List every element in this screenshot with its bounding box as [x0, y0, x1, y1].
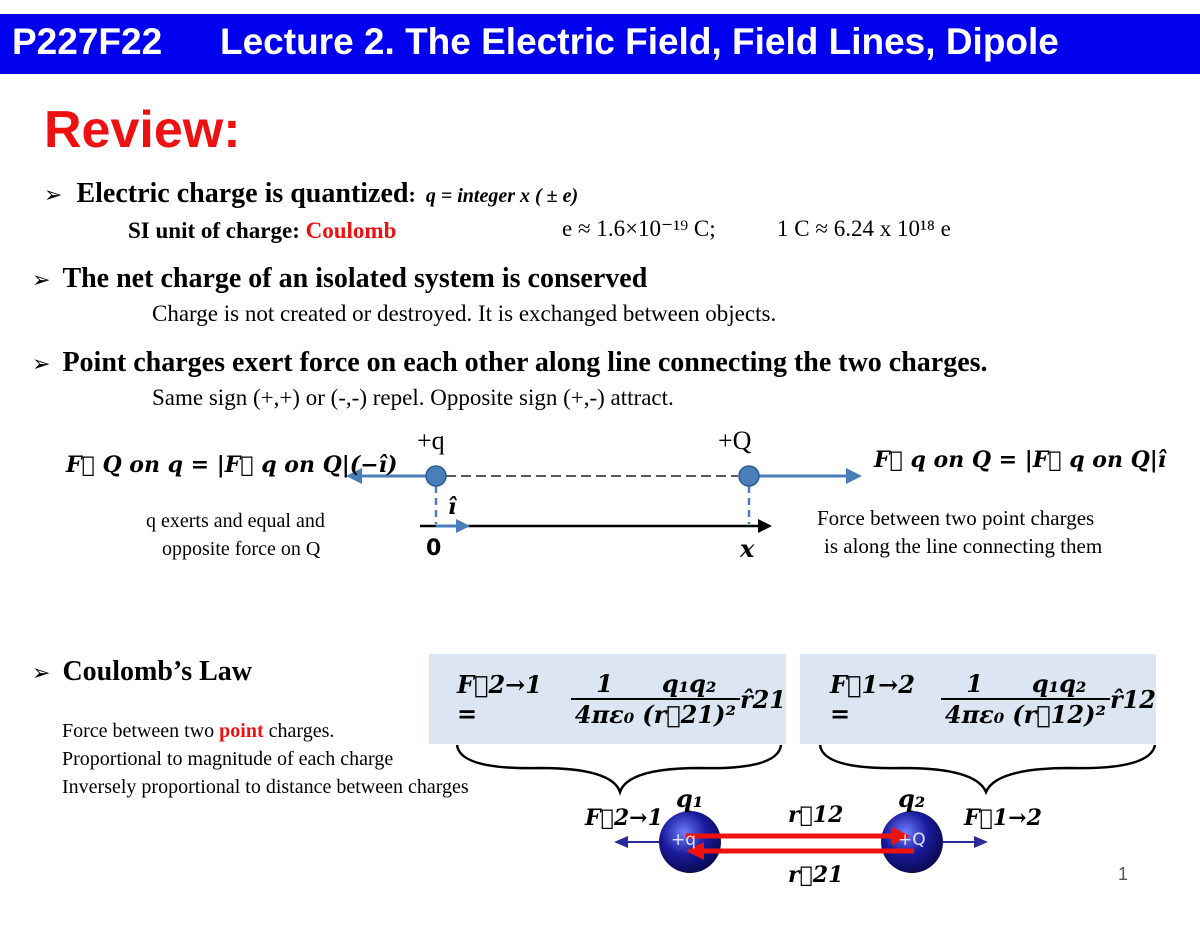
right-force-arrow	[749, 468, 862, 484]
coulomb-line1: Force between two point charges.	[62, 720, 334, 743]
title-bar: P227F22 Lecture 2. The Electric Field, F…	[0, 14, 1200, 74]
conserved-text: Charge is not created or destroyed. It i…	[152, 301, 777, 326]
bullet-quantized: ➢ Electric charge is quantized: q = inte…	[44, 178, 578, 210]
quantized-formula: q = integer x ( ± e)	[425, 185, 579, 207]
point-force-heading: Point charges exert force on each other …	[62, 347, 988, 378]
eq-right-lhs: F⃗1→2 =	[830, 670, 915, 728]
r12-label: r⃗12	[788, 802, 844, 828]
coulomb-line1-pre: Force between two	[62, 720, 220, 742]
si-label: SI unit of charge:	[128, 218, 300, 243]
eq-left-num2: q₁q₂	[638, 669, 740, 700]
point-force-text: Same sign (+,+) or (-,-) repel. Opposite…	[152, 385, 674, 410]
f21-label: F⃗2→1	[585, 805, 663, 831]
f12-arrow	[942, 836, 988, 848]
charge-ball-2	[881, 811, 943, 873]
q2-label: q₂	[898, 784, 926, 813]
charge-q-dot	[425, 465, 447, 487]
origin-label: 0	[426, 536, 442, 561]
eq-left-lhs: F⃗2→1 =	[457, 670, 542, 728]
bullet-arrow-icon: ➢	[32, 661, 51, 686]
conserved-heading: The net charge of an isolated system is …	[62, 263, 648, 294]
quantized-colon: :	[408, 182, 416, 207]
x-axis	[420, 519, 772, 533]
coulomb-line1-red: point	[219, 720, 264, 742]
bullet-point-force: ➢ Point charges exert force on each othe…	[32, 347, 988, 379]
f21-arrow	[614, 836, 660, 848]
unit-vector-label: î	[448, 494, 457, 520]
charge-ball-1	[659, 811, 721, 873]
bullet-coulomb: ➢ Coulomb’s Law	[32, 656, 252, 688]
eq-right-num2: q₁q₂	[1008, 669, 1110, 700]
eq-right-num1: 1	[940, 669, 1009, 700]
bullet-conserved: ➢ The net charge of an isolated system i…	[32, 263, 647, 295]
charge-Q-dot	[738, 465, 760, 487]
eq-right-den1: 4πε₀	[944, 700, 1005, 729]
coulomb-value: 1 C ≈ 6.24 x 10¹⁸ e	[777, 216, 951, 241]
ball1-label: +q	[671, 830, 697, 850]
coulomb-heading: Coulomb’s Law	[62, 656, 252, 687]
r21-arrow	[686, 842, 914, 860]
coulomb-line3: Inversely proportional to distance betwe…	[62, 776, 469, 798]
left-force-arrow	[346, 468, 436, 484]
r12-arrow	[686, 827, 910, 845]
unit-vector-arrow	[436, 519, 470, 533]
note-left-1: q exerts and equal and	[146, 510, 325, 532]
note-right-1: Force between two point charges	[817, 506, 1095, 530]
bullet-arrow-icon: ➢	[32, 268, 51, 293]
eq-left-frac2: q₁q₂(r⃗21)²	[638, 669, 740, 729]
eq-left-num1: 1	[570, 669, 639, 700]
charge-q-label: +q	[417, 426, 445, 455]
eq-left-den2: (r⃗21)²	[642, 700, 736, 729]
force-right-label: F⃗ q on Q = |F⃗ q on Q|î	[874, 447, 1167, 473]
course-code: P227F22	[12, 21, 163, 62]
bullet-arrow-icon: ➢	[32, 352, 51, 377]
coulomb-line1-post: charges.	[263, 720, 335, 742]
force-left-label: F⃗ Q on q = |F⃗ q on Q|(−î)	[66, 452, 398, 478]
eq-right-den2: (r⃗12)²	[1012, 700, 1106, 729]
si-value: Coulomb	[305, 218, 397, 243]
page-number: 1	[1118, 864, 1129, 884]
left-brace	[455, 744, 783, 796]
axis-x-label: x	[740, 534, 755, 563]
review-heading: Review:	[44, 101, 241, 159]
note-left-2: opposite force on Q	[162, 538, 321, 560]
quantized-heading: Electric charge is quantized	[76, 178, 409, 209]
e-value: e ≈ 1.6×10⁻¹⁹ C;	[562, 216, 716, 241]
charge-Q-label: +Q	[718, 426, 752, 455]
eq-left-den1: 4πε₀	[574, 700, 635, 729]
coulomb-line2: Proportional to magnitude of each charge	[62, 748, 394, 770]
eq-right-tail: r̂12	[1109, 684, 1156, 714]
q1-label: q₁	[676, 784, 704, 813]
lecture-title: Lecture 2. The Electric Field, Field Lin…	[220, 21, 1059, 62]
f12-label: F⃗1→2	[964, 805, 1042, 831]
r21-label: r⃗21	[788, 862, 844, 888]
bullet-arrow-icon: ➢	[44, 183, 63, 208]
ball2-label: +Q	[898, 830, 926, 850]
eq-right-frac2: q₁q₂(r⃗12)²	[1008, 669, 1110, 729]
si-unit-label: SI unit of charge: Coulomb	[128, 218, 396, 244]
right-brace	[818, 744, 1157, 796]
eq-left-tail: r̂21	[739, 684, 786, 714]
note-right-2: is along the line connecting them	[824, 534, 1103, 558]
